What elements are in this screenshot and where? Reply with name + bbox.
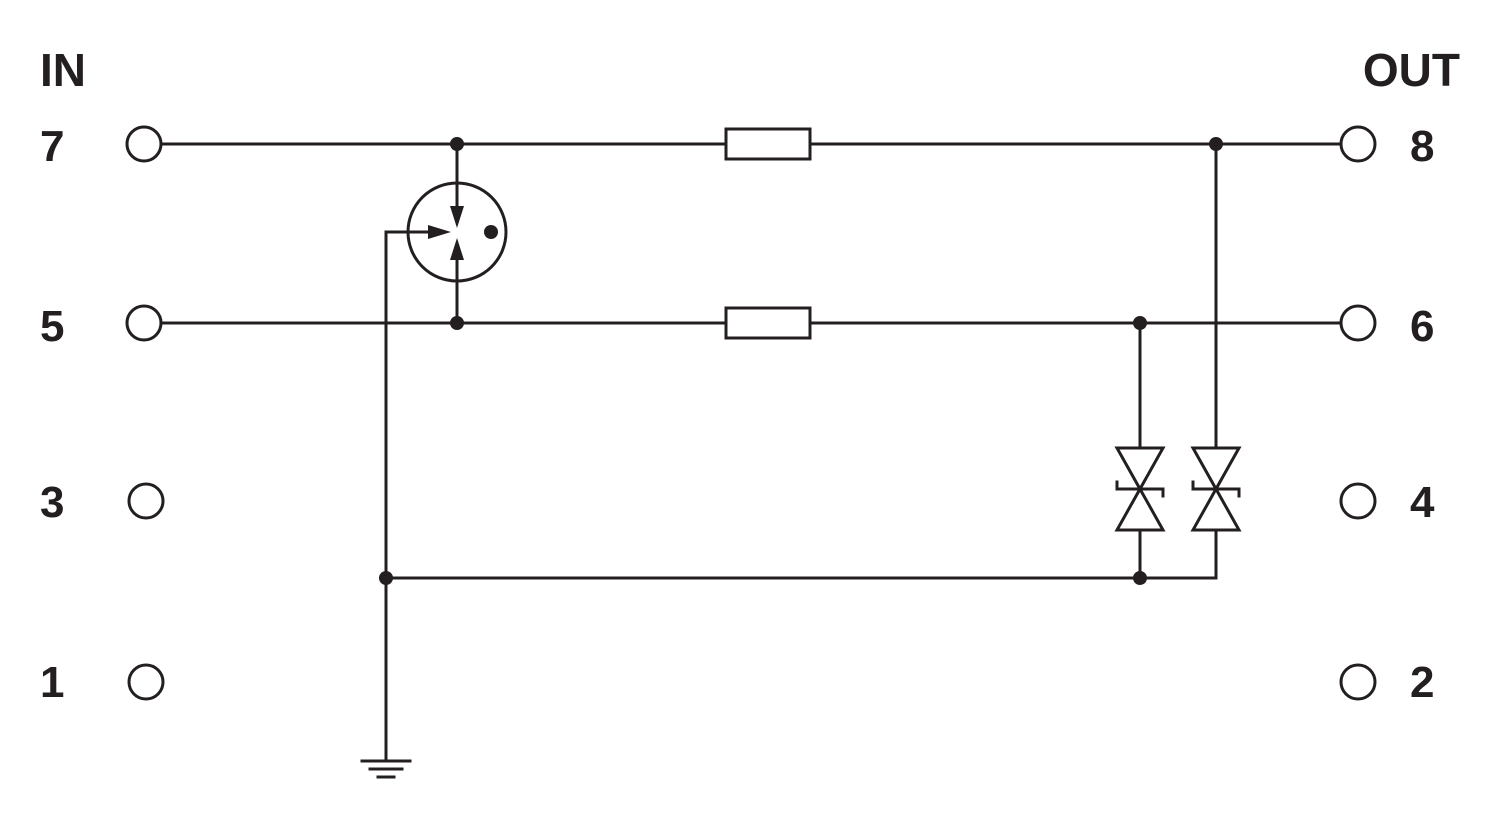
- tvs1-upper-triangle: [1114, 446, 1166, 493]
- resistor-line-7-8: [724, 127, 812, 161]
- output-terminal-label-2: 2: [1410, 658, 1434, 707]
- gdt-side-arrow: [428, 225, 451, 239]
- junction-dot: [450, 137, 464, 151]
- tvs-diode-2: [1190, 446, 1242, 532]
- tvs-diode-1: [1114, 446, 1166, 532]
- terminal-6: [1339, 304, 1377, 342]
- junction-dots: [379, 137, 1223, 585]
- resistor-line-5-6: [724, 306, 812, 340]
- gdt-ground-lead: [384, 230, 430, 580]
- junction-dot: [1133, 571, 1147, 585]
- terminal-1: [127, 663, 165, 701]
- input-terminal-label-3: 3: [40, 478, 64, 527]
- tvs1-lower-triangle: [1114, 485, 1166, 532]
- terminal-3: [127, 482, 165, 520]
- terminal-5: [125, 304, 163, 342]
- wires: [160, 142, 1342, 762]
- terminal-4: [1339, 482, 1377, 520]
- terminal-2: [1339, 663, 1377, 701]
- junction-dot: [379, 571, 393, 585]
- tvs1-zener-bar: [1115, 480, 1165, 498]
- junction-dot: [450, 316, 464, 330]
- ground-symbol: [360, 759, 412, 779]
- tvs2-lower-triangle: [1190, 485, 1242, 532]
- input-terminal-label-5: 5: [40, 302, 64, 351]
- tvs2-zener-bar: [1191, 480, 1241, 498]
- terminal-7: [125, 125, 163, 163]
- output-terminal-label-8: 8: [1410, 122, 1434, 171]
- gdt-top-arrow: [450, 206, 464, 228]
- input-terminal-label-7: 7: [40, 122, 64, 171]
- junction-dot: [1209, 137, 1223, 151]
- input-header: IN: [40, 44, 86, 96]
- junction-dot: [1133, 316, 1147, 330]
- gas-discharge-tube: [406, 181, 508, 283]
- output-terminal-label-4: 4: [1410, 478, 1435, 527]
- gdt-bottom-arrow: [450, 238, 464, 260]
- tvs2-upper-triangle: [1190, 446, 1242, 493]
- output-header: OUT: [1363, 44, 1460, 96]
- output-terminal-label-6: 6: [1410, 302, 1434, 351]
- gdt-gas-dot: [484, 225, 498, 239]
- terminal-8: [1339, 125, 1377, 163]
- input-terminal-label-1: 1: [40, 658, 64, 707]
